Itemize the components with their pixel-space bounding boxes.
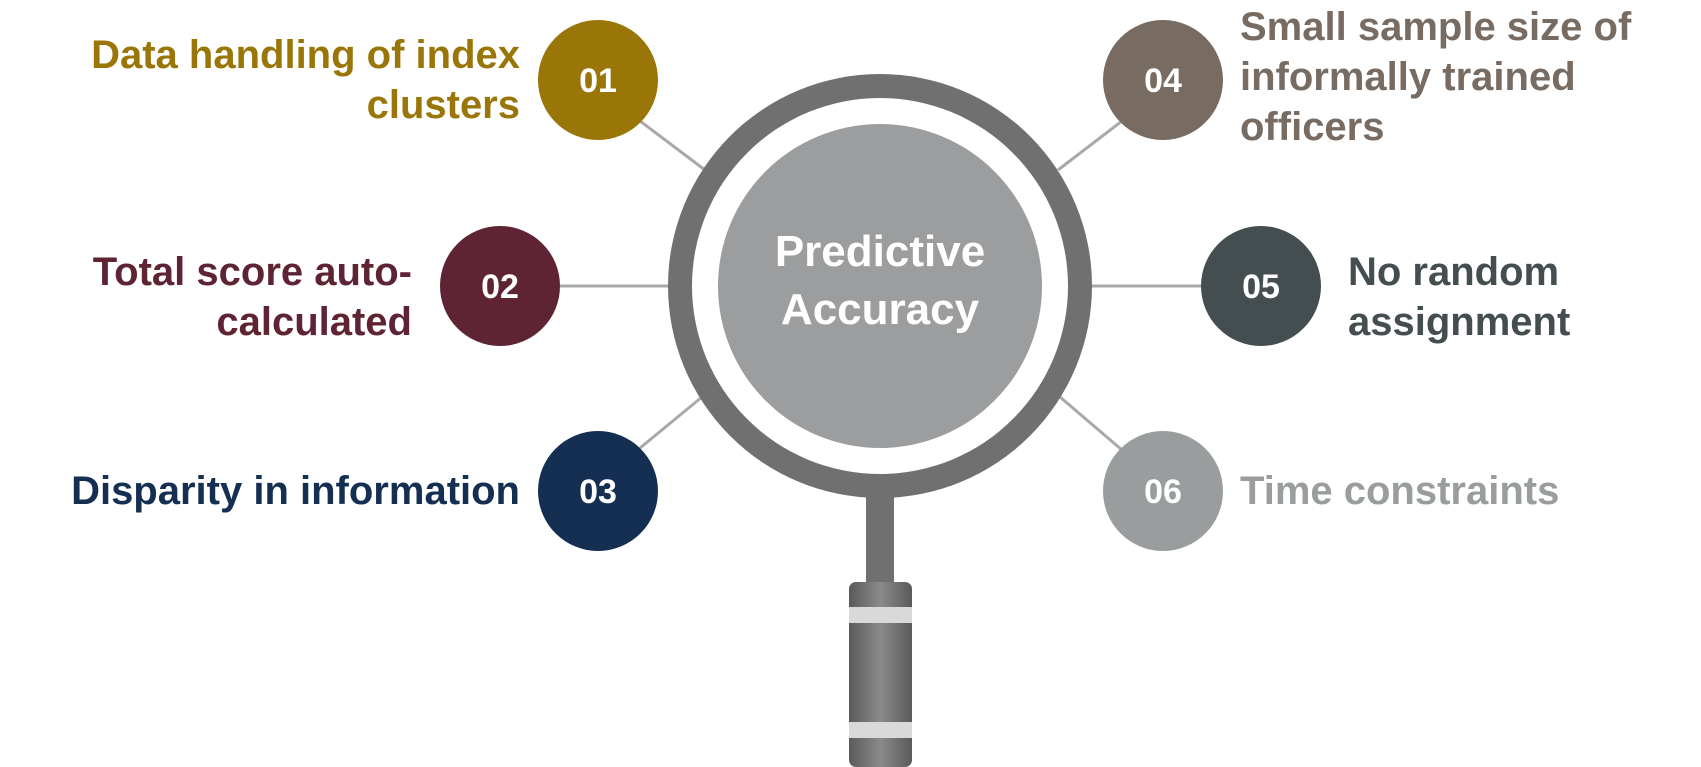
item-circle-05: 05 [1201,226,1321,346]
handle-band-top [849,607,912,623]
item-circle-06: 06 [1103,431,1223,551]
number-badge-01 [538,20,658,140]
magnifying-glass-icon: Predictive Accuracy [668,74,1092,767]
item-circle-02: 02 [440,226,560,346]
number-text-04: 04 [1144,62,1182,100]
number-text-02: 02 [481,268,519,306]
item-circle-03: 03 [538,431,658,551]
number-badge-06 [1103,431,1223,551]
item-label-04-line1: Small sample size of [1240,5,1632,49]
item-circle-04: 04 [1103,20,1223,140]
magnifier-stem [866,490,894,582]
item-label-02-line1: Total score auto- [92,250,412,294]
item-label-02-line2: calculated [216,300,412,344]
item-circle-01: 01 [538,20,658,140]
connectors [560,119,1202,452]
connector-04 [1057,119,1123,172]
item-label-02: Total score auto- calculated [12,247,412,347]
center-title-line2: Accuracy [781,285,980,334]
item-label-04: Small sample size of informally trained … [1240,2,1700,152]
number-text-05: 05 [1242,268,1280,306]
number-badge-03 [538,431,658,551]
item-label-01-line1: Data handling of index [91,33,520,77]
item-label-05-line2: assignment [1348,300,1571,344]
connector-06 [1059,395,1123,452]
number-badge-05 [1201,226,1321,346]
magnifier-handle [849,582,912,767]
number-badge-02 [440,226,560,346]
number-text-03: 03 [579,473,617,511]
number-text-06: 06 [1144,473,1182,511]
item-label-05-line1: No random [1348,250,1560,294]
item-label-01: Data handling of index clusters [0,30,520,130]
connector-01 [639,119,706,172]
item-label-04-line3: officers [1240,105,1385,149]
magnifier-lens [718,124,1042,448]
item-label-05: No random assignment [1348,247,1698,347]
center-title-line1: Predictive [775,227,985,276]
number-badge-04 [1103,20,1223,140]
connector-03 [639,395,703,450]
item-label-04-line2: informally trained [1240,55,1576,99]
item-label-03: Disparity in information [0,466,520,516]
item-label-06: Time constraints [1240,466,1700,516]
item-label-01-line2: clusters [366,83,520,127]
item-label-03-line1: Disparity in information [71,469,520,513]
number-text-01: 01 [579,62,617,100]
handle-band-bottom [849,722,912,738]
item-label-06-line1: Time constraints [1240,469,1560,513]
